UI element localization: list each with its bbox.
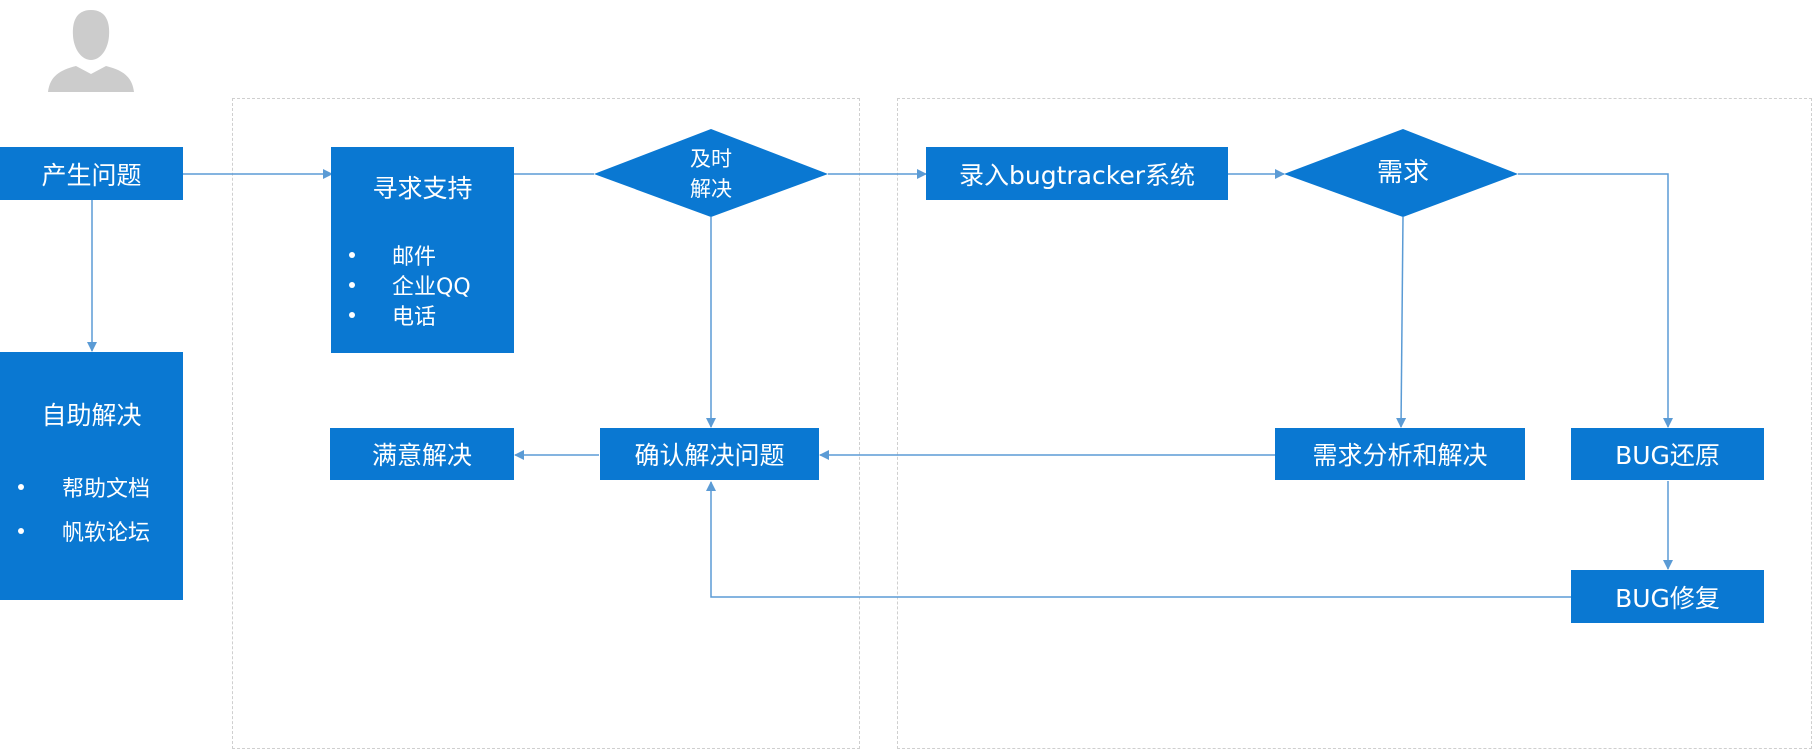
arrow-demand-to-analysis: [1396, 216, 1407, 428]
user-avatar-icon: [48, 10, 134, 92]
support-title: 寻求支持: [372, 174, 473, 203]
timely-resolve-diamond: [594, 129, 828, 217]
bullet-icon: [349, 282, 355, 288]
support-item-phone: 电话: [392, 305, 437, 330]
bullet-icon: [18, 528, 24, 534]
arrow-demand-to-bug-restore: [1518, 173, 1673, 428]
bullet-icon: [18, 484, 24, 490]
bugtracker-box: 录入bugtracker系统: [926, 147, 1228, 200]
confirm-box: 确认解决问题: [600, 428, 819, 480]
bullet-icon: [349, 312, 355, 318]
bug-fix-box: BUG修复: [1571, 570, 1764, 623]
timely-line-2: 解决: [690, 177, 732, 201]
demand-label: 需求: [1376, 158, 1429, 188]
arrow-bug-fix-to-confirm: [706, 481, 1571, 598]
self-help-title: 自助解决: [41, 401, 142, 430]
timely-resolve-label: 及时 解决: [661, 144, 761, 204]
demand-analysis-box: 需求分析和解决: [1275, 428, 1525, 480]
support-item-email: 邮件: [392, 245, 437, 270]
self-help-item-forum: 帆软论坛: [62, 521, 151, 546]
timely-line-1: 及时: [690, 147, 732, 171]
bullet-icon: [349, 252, 355, 258]
self-help-box: 自助解决 帮助文档 帆软论坛: [0, 352, 183, 600]
satisfied-box: 满意解决: [330, 428, 514, 480]
support-item-qq: 企业QQ: [392, 275, 471, 300]
demand-diamond: [1284, 129, 1518, 217]
problem-box: 产生问题: [0, 147, 183, 200]
support-box: 寻求支持 邮件 企业QQ 电话: [331, 147, 514, 353]
self-help-item-docs: 帮助文档: [62, 477, 151, 502]
bug-restore-box: BUG还原: [1571, 428, 1764, 480]
